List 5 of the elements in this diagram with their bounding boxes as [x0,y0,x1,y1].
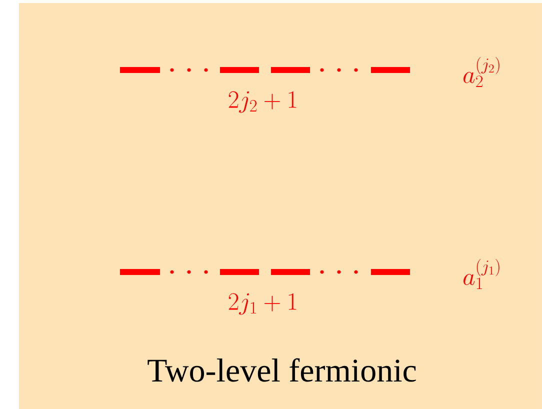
level-label: $a_1^{(j_1)}$ [464,259,500,289]
level-label: $a_2^{(j_2)}$ [464,57,500,87]
degeneracy-label: $2j_2+1$ [228,91,296,113]
degeneracy-label: $2j_1+1$ [228,293,296,315]
caption: Two-level fermionic [148,358,416,382]
